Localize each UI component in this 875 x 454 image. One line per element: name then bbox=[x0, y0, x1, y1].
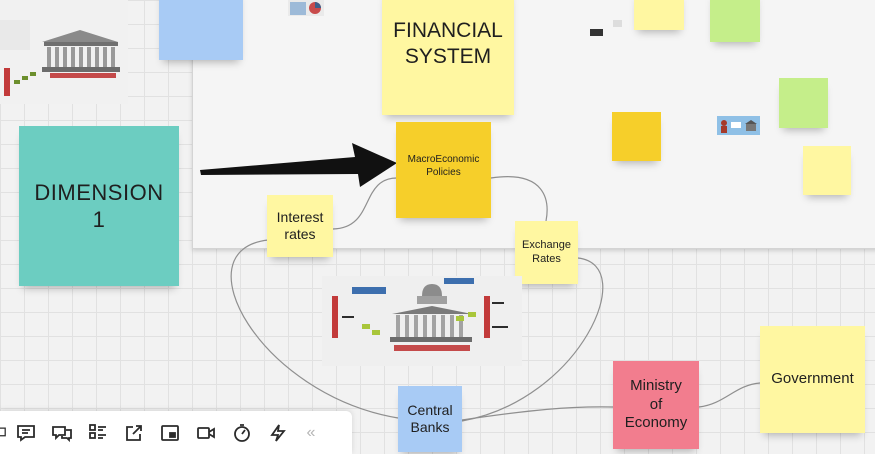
sticky-financial-system[interactable]: FINANCIAL SYSTEM bbox=[382, 0, 514, 115]
dimension-label: DIMENSION 1 bbox=[34, 179, 163, 234]
sticky-gold-small[interactable] bbox=[612, 112, 661, 161]
timer-icon[interactable] bbox=[224, 415, 260, 451]
treasury-building-icon bbox=[0, 0, 128, 104]
ministry-label: Ministry of Economy bbox=[625, 377, 688, 433]
embed-icon[interactable] bbox=[152, 415, 188, 451]
sticky-central-banks[interactable]: Central Banks bbox=[398, 386, 462, 452]
video-icon[interactable] bbox=[188, 415, 224, 451]
people-bank-icon bbox=[717, 116, 760, 135]
financial-system-label: FINANCIAL SYSTEM bbox=[393, 18, 503, 71]
sticky-yellow-small[interactable] bbox=[803, 146, 851, 195]
capitol-treasury-icon bbox=[322, 276, 522, 366]
sticky-interest-rates[interactable]: Interest rates bbox=[267, 195, 333, 257]
sticky-green-top[interactable] bbox=[710, 0, 760, 42]
sticky-dimension-1[interactable]: DIMENSION 1 bbox=[19, 126, 179, 286]
central-banks-label: Central Banks bbox=[407, 402, 452, 437]
sticky-green-small[interactable] bbox=[779, 78, 828, 128]
government-label: Government bbox=[771, 370, 854, 389]
pie-chart-icon bbox=[288, 0, 324, 16]
chart-thumbnail-top[interactable] bbox=[288, 0, 324, 16]
connector-ministry-government bbox=[699, 383, 760, 407]
collapse-icon: « bbox=[307, 424, 316, 441]
sticky-government[interactable]: Government bbox=[760, 326, 865, 433]
grid-icon[interactable] bbox=[80, 415, 116, 451]
bottom-toolbar: « bbox=[0, 411, 352, 454]
treasury-diagram-thumbnail[interactable] bbox=[322, 276, 522, 366]
bank-thumbnail-small[interactable] bbox=[717, 116, 760, 135]
lightning-icon[interactable] bbox=[260, 415, 296, 451]
macroeconomic-label: MacroEconomic Policies bbox=[408, 154, 480, 179]
tiny-thumbnail-b[interactable] bbox=[613, 20, 622, 27]
sticky-macroeconomic-policies[interactable]: MacroEconomic Policies bbox=[396, 122, 491, 218]
export-icon[interactable] bbox=[116, 415, 152, 451]
tiny-thumbnail-a[interactable] bbox=[590, 29, 603, 36]
treasury-thumbnail-left[interactable] bbox=[0, 0, 128, 104]
comment-icon[interactable] bbox=[0, 415, 8, 451]
chat-icon[interactable] bbox=[8, 415, 44, 451]
sticky-exchange-rates[interactable]: Exchange Rates bbox=[515, 221, 578, 284]
sticky-ministry-of-economy[interactable]: Ministry of Economy bbox=[613, 361, 699, 449]
interest-label: Interest rates bbox=[277, 209, 324, 244]
sticky-yellow-top[interactable] bbox=[634, 0, 684, 30]
card-icon[interactable] bbox=[44, 415, 80, 451]
sticky-blue-top[interactable] bbox=[159, 0, 243, 60]
connector-centralbanks-ministry bbox=[462, 407, 613, 420]
collapse-toolbar-button[interactable]: « bbox=[296, 424, 326, 442]
tiny-graph-icon bbox=[613, 26, 622, 27]
exchange-label: Exchange Rates bbox=[522, 239, 571, 267]
